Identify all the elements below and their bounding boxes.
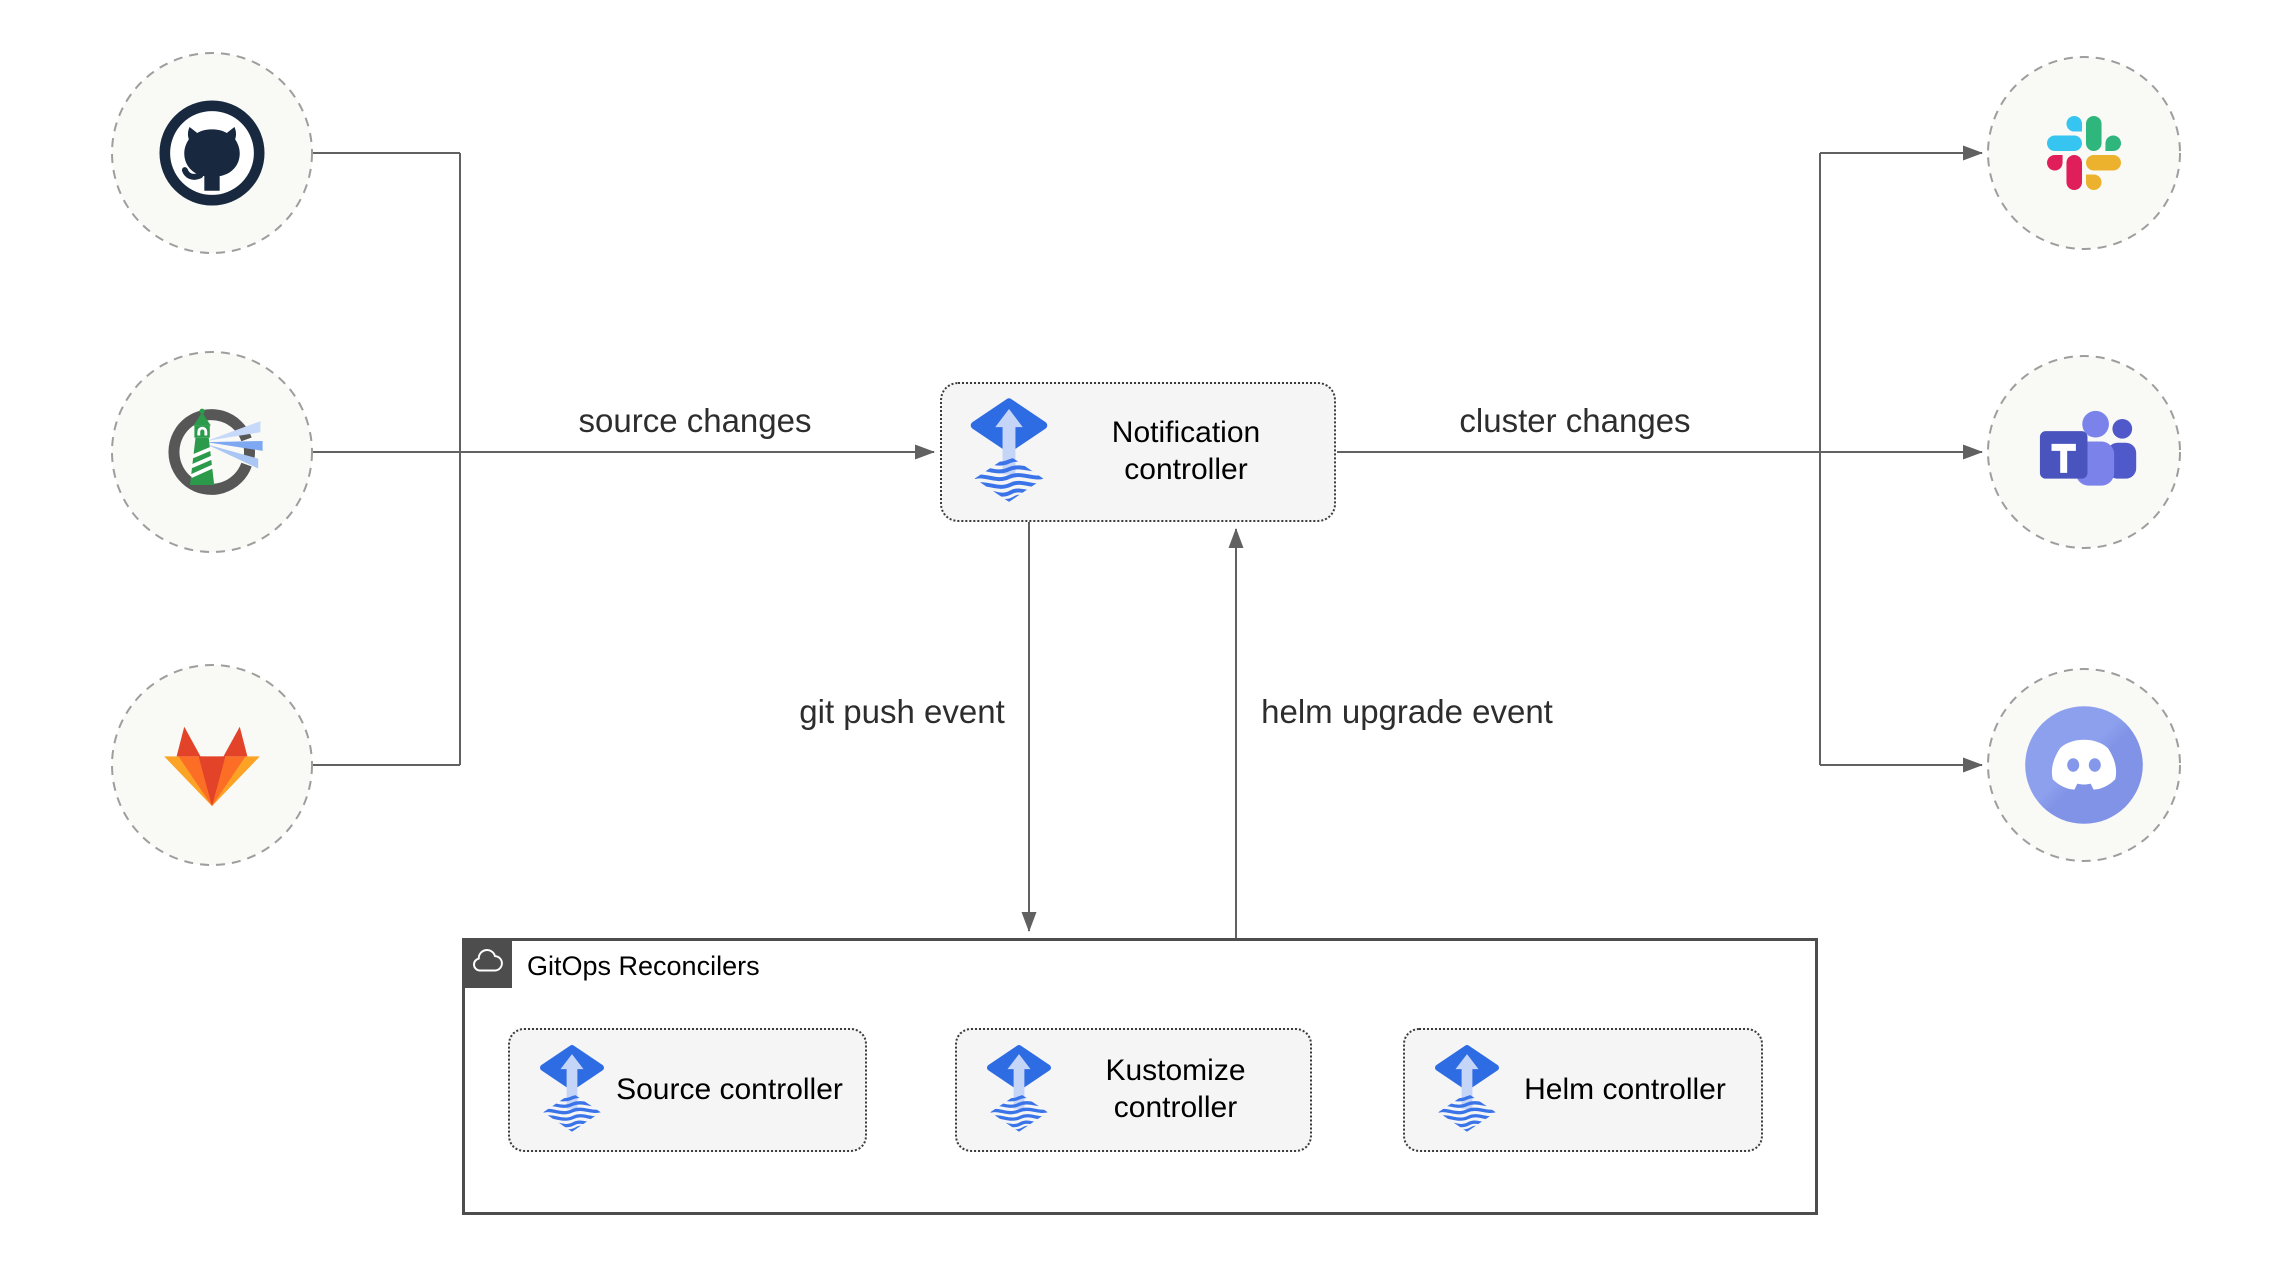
source-controller-label: Source controller — [616, 1072, 843, 1106]
edge-label-cluster-changes: cluster changes — [1453, 402, 1697, 440]
notification-controller-label: Notification controller — [1111, 416, 1261, 486]
flux-icon — [983, 1044, 1055, 1136]
edge-label-helm-upgrade-event: helm upgrade event — [1255, 693, 1559, 731]
cloud-icon — [469, 945, 505, 981]
notification-controller-node: Notification controller — [940, 382, 1336, 522]
gitops-reconcilers-title: GitOps Reconcilers — [527, 950, 760, 981]
flux-icon — [966, 397, 1052, 507]
source-node-harbor — [111, 351, 313, 553]
kustomize-controller-node: Kustomize controller — [955, 1028, 1312, 1152]
kustomize-controller-label: Kustomize controller — [1105, 1054, 1246, 1124]
edge-label-source-changes: source changes — [572, 402, 818, 440]
flux-icon — [536, 1044, 608, 1136]
flux-icon — [1431, 1044, 1503, 1136]
discord-icon — [2024, 705, 2144, 825]
harbor-icon — [157, 397, 267, 507]
helm-controller-node: Helm controller — [1403, 1028, 1763, 1152]
slack-icon — [2047, 116, 2121, 190]
gitops-badge — [462, 938, 512, 988]
edge-label-git-push-event: git push event — [793, 693, 1011, 731]
source-controller-node: Source controller — [508, 1028, 867, 1152]
github-icon — [153, 94, 271, 212]
helm-controller-label: Helm controller — [1524, 1072, 1726, 1106]
teams-icon — [2026, 394, 2142, 510]
gitlab-icon — [164, 722, 260, 810]
destination-node-slack — [1987, 56, 2181, 250]
